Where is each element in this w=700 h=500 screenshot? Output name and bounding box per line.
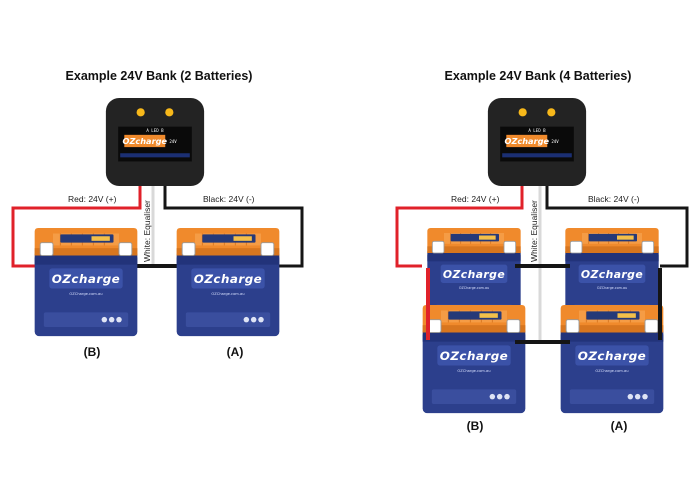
battery-b-label: (B) xyxy=(467,419,484,433)
diagram-title: Example 24V Bank (4 Batteries) xyxy=(445,69,632,83)
diagram-title: Example 24V Bank (2 Batteries) xyxy=(66,69,253,83)
battery-bottom-a xyxy=(560,305,664,414)
red-wire-label: Red: 24V (+) xyxy=(68,194,117,204)
red-wire xyxy=(11,185,142,268)
battery-a-label: (A) xyxy=(611,419,628,433)
black-wire xyxy=(545,185,689,268)
black-wire xyxy=(163,185,304,268)
white-wire-label: White: Equaliser xyxy=(529,200,539,262)
balancer-device xyxy=(487,98,587,186)
balancer-device xyxy=(105,98,205,186)
diagram-four-batteries: Example 24V Bank (4 Batteries) Red: 24V … xyxy=(395,69,689,433)
battery-bottom-b xyxy=(422,305,526,414)
battery-b xyxy=(34,228,138,337)
black-wire-label: Black: 24V (-) xyxy=(203,194,255,204)
battery-a xyxy=(176,228,280,337)
diagram-two-batteries: Example 24V Bank (2 Batteries) Red: 24V … xyxy=(11,69,304,359)
red-wire xyxy=(395,185,524,268)
black-wire-label: Black: 24V (-) xyxy=(588,194,640,204)
battery-a-label: (A) xyxy=(227,345,244,359)
white-wire-label: White: Equaliser xyxy=(142,200,152,262)
red-wire-label: Red: 24V (+) xyxy=(451,194,500,204)
battery-b-label: (B) xyxy=(84,345,101,359)
